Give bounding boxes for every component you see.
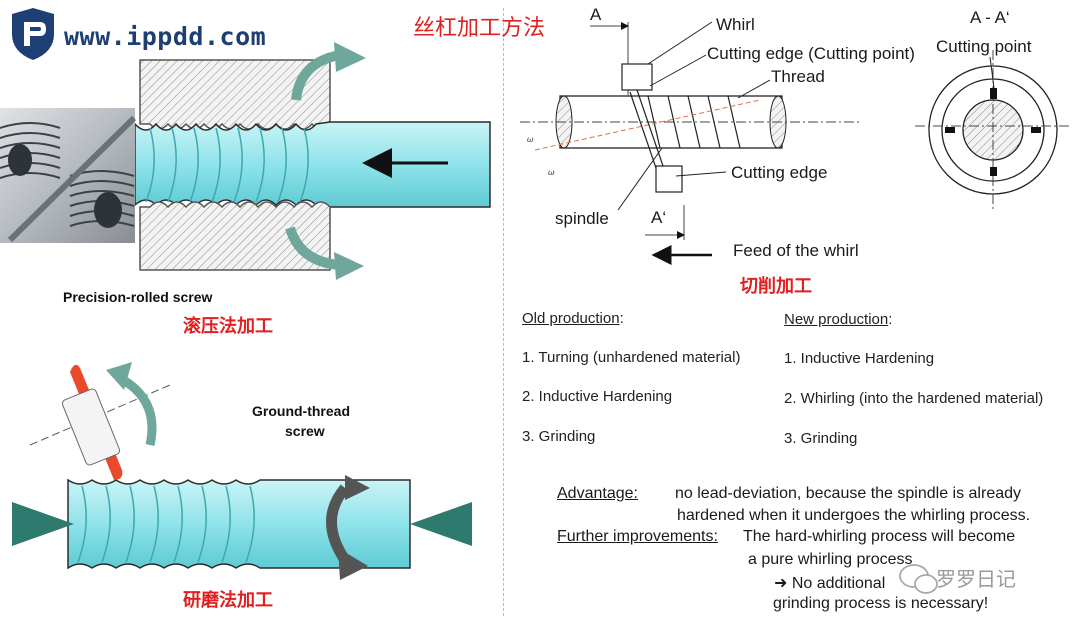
old-item-1: 1. Turning (unhardened material) — [522, 349, 741, 366]
column-divider — [503, 8, 504, 616]
ground-screw-label-line2: screw — [285, 423, 325, 439]
ground-screw-label-cn: 研磨法加工 — [183, 590, 273, 611]
section-view-title: A - A‘ — [970, 8, 1010, 27]
section-a-label: A — [590, 5, 602, 24]
further-label: Further improvements: — [557, 528, 718, 545]
cutting-point-label: Cutting point — [936, 37, 1032, 56]
workpiece-rotation-arrow-icon — [326, 475, 370, 580]
svg-text:ω: ω — [527, 135, 534, 144]
right-center-icon — [410, 502, 472, 546]
left-center-icon — [12, 502, 74, 546]
further-line-2: a pure whirling process — [748, 551, 913, 568]
rolled-screw-label-cn: 滚压法加工 — [183, 316, 273, 337]
rolling-die-bottom — [139, 201, 331, 271]
rotation-arrow-top-icon — [291, 42, 366, 101]
advantage-line-1: no lead-deviation, because the spindle i… — [675, 485, 1022, 502]
watermark-icon — [899, 564, 938, 594]
advantage-label: Advantage: — [557, 485, 638, 502]
advantage-line-2: hardened when it undergoes the whirling … — [677, 507, 1031, 524]
whirling-diagram: ω ω — [520, 21, 860, 265]
cutting-edge-point-label: Cutting edge (Cutting point) — [707, 44, 915, 63]
whirl-label: Whirl — [716, 15, 755, 34]
further-line-1: The hard-whirling process will become — [743, 528, 1016, 545]
wheel-rotation-arrow-icon — [106, 362, 157, 446]
section-view — [915, 50, 1072, 212]
ground-screw-label-line1: Ground-thread — [252, 403, 350, 419]
cutting-edge-label: Cutting edge — [731, 163, 828, 182]
further-line-3: ➜ No additional — [774, 575, 886, 592]
old-item-2: 2. Inductive Hardening — [522, 388, 673, 405]
site-name[interactable]: www.ippdd.com — [64, 22, 267, 51]
section-a-prime-label: A‘ — [651, 208, 667, 227]
old-production-heading-text: Old production — [522, 310, 620, 327]
new-item-1: 1. Inductive Hardening — [784, 350, 935, 367]
watermark-text: 罗罗日记 — [936, 567, 1016, 591]
whirling-label-cn: 切削加工 — [740, 276, 812, 297]
page-title: 丝杠加工方法 — [413, 16, 546, 41]
rolled-screw-label: Precision-rolled screw — [63, 289, 213, 305]
old-production-heading: Old production: — [522, 310, 624, 327]
new-production-heading-text: New production — [784, 311, 889, 328]
spindle-label: spindle — [555, 209, 609, 228]
grinding-wheel-icon — [29, 364, 171, 480]
ground-screw — [67, 478, 411, 570]
feed-label: Feed of the whirl — [733, 241, 859, 260]
new-item-2: 2. Whirling (into the hardened material) — [784, 390, 1044, 407]
rolling-dies-photo — [0, 108, 137, 243]
new-production-heading: New production: — [784, 311, 892, 328]
further-line-4: grinding process is necessary! — [773, 595, 989, 612]
rotation-arrow-bottom-icon — [285, 226, 364, 280]
svg-text:ω: ω — [548, 168, 555, 177]
new-heading-colon: : — [888, 311, 893, 328]
new-item-3: 3. Grinding — [784, 430, 858, 447]
thread-label: Thread — [771, 67, 825, 86]
old-heading-colon: : — [619, 310, 624, 327]
brand-logo-icon — [12, 8, 54, 60]
old-item-3: 3. Grinding — [522, 428, 596, 445]
